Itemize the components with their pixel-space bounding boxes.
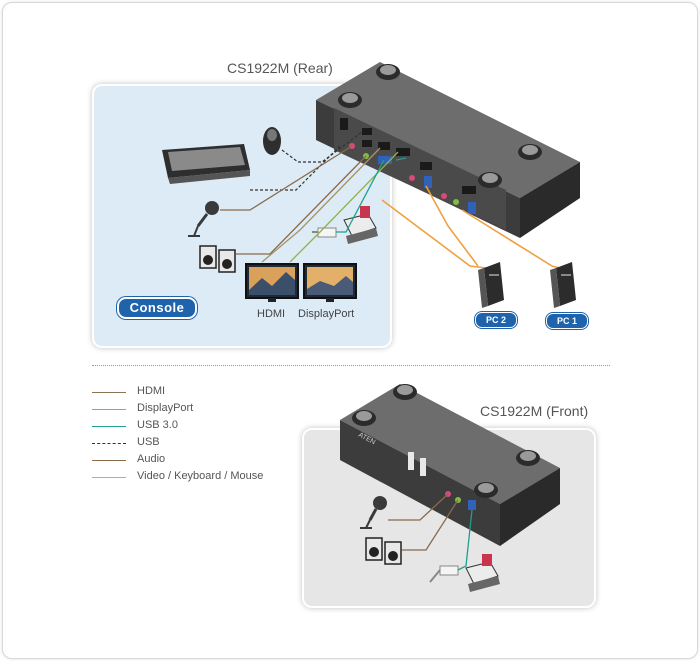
front-microphone-icon — [360, 496, 387, 529]
pc-1-tower-icon — [550, 262, 576, 308]
rear-title: CS1922M (Rear) — [227, 60, 333, 76]
microphone-icon — [188, 201, 219, 237]
pc-2-badge: PC 2 — [475, 312, 517, 328]
kvm-switch-front: ATEN — [340, 384, 560, 546]
legend-label: Video / Keyboard / Mouse — [137, 470, 264, 482]
legend-swatch — [92, 443, 126, 444]
front-printer-icon — [465, 554, 500, 592]
mouse-icon — [263, 127, 281, 155]
front-speakers-icon — [365, 537, 402, 565]
legend-swatch — [92, 392, 126, 393]
legend-swatch — [92, 409, 126, 410]
legend-swatch — [92, 426, 126, 427]
legend-label: USB 3.0 — [137, 419, 178, 431]
speakers-icon — [199, 245, 236, 273]
legend-label: DisplayPort — [137, 402, 194, 414]
section-divider — [92, 365, 610, 366]
hdmi-monitor-label: HDMI — [257, 308, 286, 320]
keyboard-icon — [162, 144, 250, 184]
front-title: CS1922M (Front) — [480, 403, 589, 419]
displayport-monitor-label: DisplayPort — [298, 308, 355, 320]
console-badge: Console — [117, 297, 197, 319]
pc-2-tower-icon — [478, 262, 504, 308]
displayport-monitor-icon — [303, 263, 357, 302]
legend-label: Audio — [137, 453, 166, 465]
legend-label: USB — [137, 436, 160, 448]
legend-swatch — [92, 477, 126, 478]
rear-cables — [220, 131, 561, 269]
hdmi-monitor-icon — [245, 263, 299, 302]
front-usb-hub-icon — [429, 565, 459, 583]
kvm-switch-rear — [316, 62, 580, 238]
legend-label: HDMI — [137, 385, 166, 397]
legend-swatch — [92, 460, 126, 461]
front-cables — [388, 493, 473, 571]
pc-1-badge: PC 1 — [546, 313, 588, 329]
